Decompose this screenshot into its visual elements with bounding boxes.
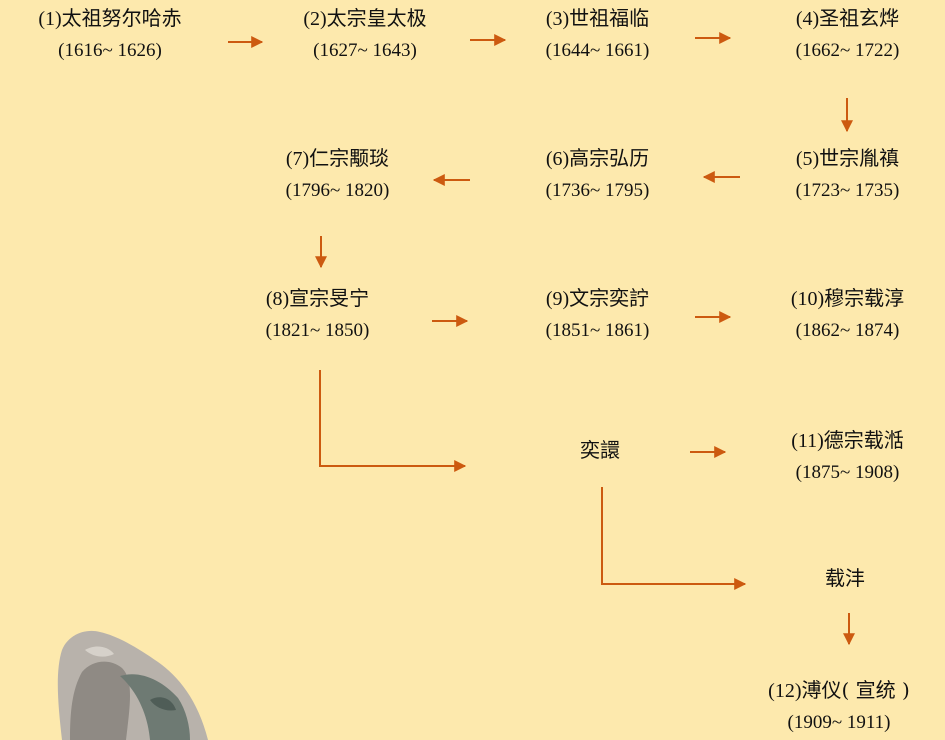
node-name: (6)高宗弘历 — [545, 146, 650, 170]
emperor-node-10: (10)穆宗载淳 (1862~ 1874) — [755, 285, 940, 344]
node-name: (12)溥仪( 宣统 ) — [768, 678, 910, 702]
node-years: (1736~ 1795) — [545, 180, 650, 201]
person-node-yixuan: 奕譞 — [540, 437, 660, 463]
node-name: (7)仁宗颙琰 — [285, 146, 390, 170]
emperor-node-1: (1)太祖努尔哈赤 (1616~ 1626) — [5, 5, 215, 64]
node-years: (1851~ 1861) — [545, 320, 650, 341]
node-name: (2)太宗皇太极 — [303, 6, 427, 30]
node-name: (3)世祖福临 — [545, 6, 650, 30]
node-years: (1862~ 1874) — [795, 320, 900, 341]
node-name: 载沣 — [825, 566, 865, 590]
emperor-node-3: (3)世祖福临 (1644~ 1661) — [505, 5, 690, 64]
emperor-node-6: (6)高宗弘历 (1736~ 1795) — [505, 145, 690, 204]
emperor-node-11: (11)德宗载湉 (1875~ 1908) — [755, 427, 940, 486]
person-node-zaifeng: 载沣 — [780, 565, 910, 591]
node-years: (1821~ 1850) — [265, 320, 370, 341]
emperor-node-7: (7)仁宗颙琰 (1796~ 1820) — [245, 145, 430, 204]
arrow-yixuan-to-zaifeng — [601, 487, 747, 590]
node-years: (1627~ 1643) — [313, 40, 417, 61]
node-years: (1662~ 1722) — [795, 40, 900, 61]
node-name: (9)文宗奕詝 — [545, 286, 650, 310]
node-name: (10)穆宗载淳 — [790, 286, 905, 310]
node-name: (5)世宗胤禛 — [795, 146, 900, 170]
emperor-node-12: (12)溥仪( 宣统 ) (1909~ 1911) — [735, 677, 943, 736]
emperor-node-5: (5)世宗胤禛 (1723~ 1735) — [755, 145, 940, 204]
emperor-node-8: (8)宣宗旻宁 (1821~ 1850) — [225, 285, 410, 344]
node-name: (1)太祖努尔哈赤 — [38, 6, 182, 30]
node-name: (8)宣宗旻宁 — [265, 286, 370, 310]
emperor-node-9: (9)文宗奕詝 (1851~ 1861) — [505, 285, 690, 344]
node-name: (4)圣祖玄烨 — [795, 6, 900, 30]
node-years: (1796~ 1820) — [285, 180, 390, 201]
node-years: (1723~ 1735) — [795, 180, 900, 201]
node-name: (11)德宗载湉 — [791, 428, 904, 452]
emperor-node-2: (2)太宗皇太极 (1627~ 1643) — [265, 5, 465, 64]
node-years: (1616~ 1626) — [58, 40, 162, 61]
emperor-node-4: (4)圣祖玄烨 (1662~ 1722) — [755, 5, 940, 64]
arrow-8-to-yixuan — [319, 370, 467, 472]
node-years: (1644~ 1661) — [545, 40, 650, 61]
node-years: (1875~ 1908) — [795, 462, 900, 483]
node-name: 奕譞 — [580, 438, 620, 462]
node-years: (1909~ 1911) — [787, 712, 891, 733]
